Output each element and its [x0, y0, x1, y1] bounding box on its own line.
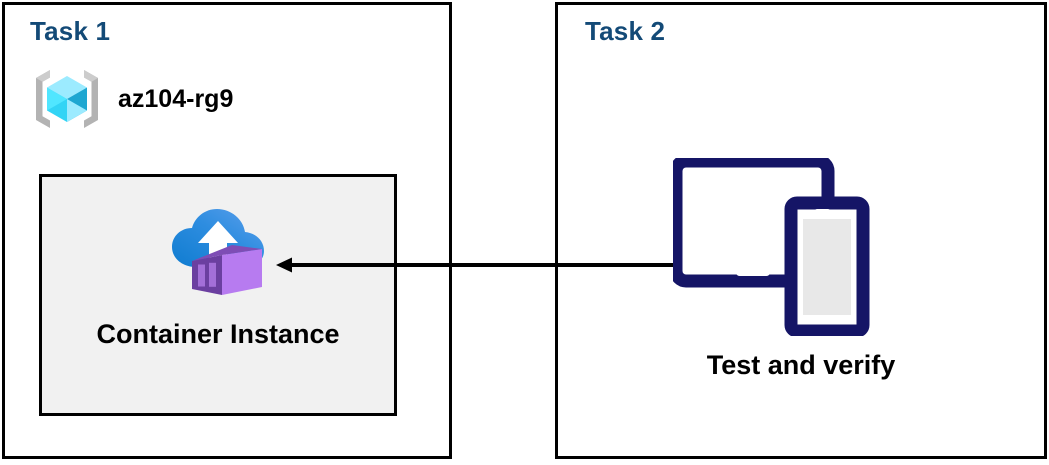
container-instance-label: Container Instance [96, 319, 340, 349]
panel-task-2-title: Task 2 [585, 16, 666, 46]
container-instance-card: Container Instance [39, 174, 397, 416]
tablet-and-phone-devices-icon [673, 158, 870, 336]
azure-container-instance-icon [172, 209, 264, 295]
resource-group-label: az104-rg9 [118, 84, 234, 113]
panel-task-1-title: Task 1 [30, 16, 111, 46]
azure-resource-group-icon [36, 70, 98, 128]
resource-group-row: az104-rg9 [30, 62, 233, 136]
test-and-verify-label: Test and verify [706, 350, 896, 380]
flow-arrow [276, 257, 673, 273]
